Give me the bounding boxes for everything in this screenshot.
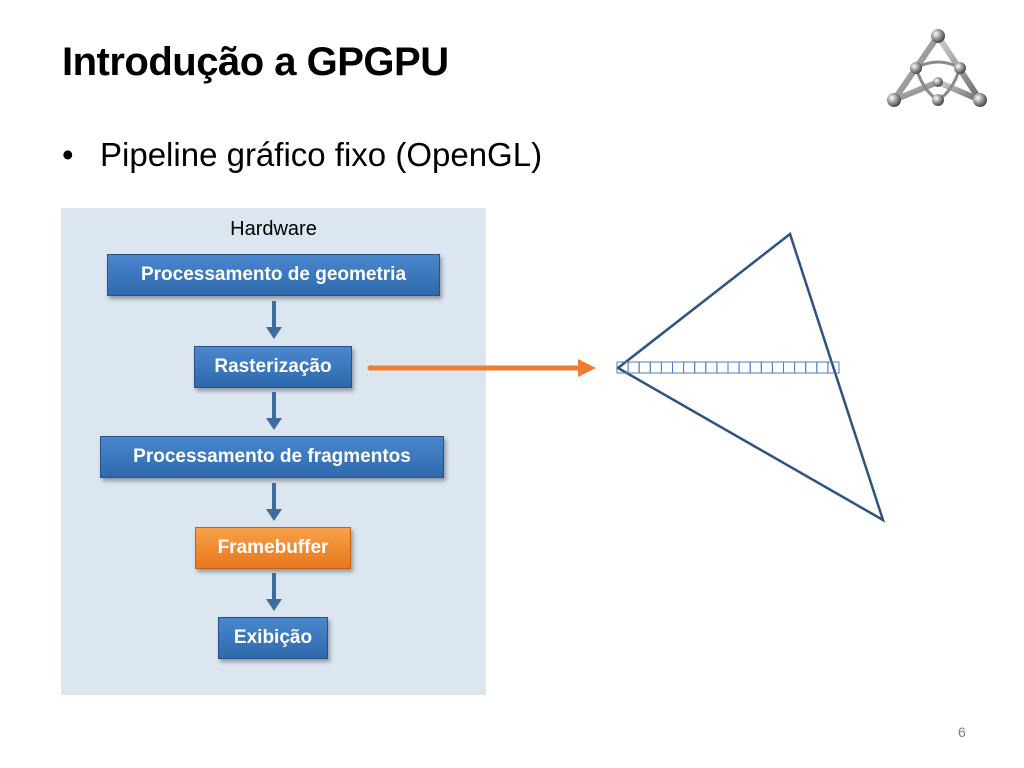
pixel-cell — [727, 361, 740, 374]
pixel-cell — [738, 361, 751, 374]
flow-arrow-down-icon — [266, 392, 282, 430]
stage-framebuffer: Framebuffer — [195, 527, 351, 569]
pixel-cell — [627, 361, 640, 374]
stage-fragment-processing: Processamento de fragmentos — [100, 436, 444, 478]
pixel-cell — [794, 361, 807, 374]
stage-rasterization: Rasterização — [194, 346, 352, 388]
pixel-cell — [694, 361, 707, 374]
pixel-cell — [672, 361, 685, 374]
pixel-cell — [771, 361, 785, 374]
bullet-item: • Pipeline gráfico fixo (OpenGL) — [62, 136, 542, 174]
bullet-marker: • — [62, 136, 74, 173]
stage-geometry-processing: Processamento de geometria — [107, 254, 440, 296]
page-number: 6 — [958, 724, 966, 740]
pixel-cell — [805, 361, 818, 374]
hardware-label: Hardware — [230, 218, 317, 240]
pixel-cell — [705, 361, 718, 374]
pixel-cell — [716, 361, 729, 374]
pixel-cell — [783, 361, 796, 374]
triangle-shape — [615, 231, 886, 523]
pixel-cell — [827, 361, 840, 374]
pixel-cell — [760, 361, 773, 374]
pixel-cell — [638, 361, 651, 374]
slide-title: Introdução a GPGPU — [62, 40, 449, 84]
stage-display: Exibição — [218, 617, 328, 659]
flow-arrow-down-icon — [266, 483, 282, 521]
flow-arrow-down-icon — [266, 573, 282, 611]
flow-arrow-down-icon — [266, 301, 282, 339]
scanline-pixels — [616, 361, 840, 374]
pixel-cell — [683, 361, 696, 374]
tetrahedron-logo-icon — [887, 29, 987, 107]
pixel-cell — [660, 361, 674, 374]
pixel-cell — [649, 361, 662, 374]
pixel-cell — [816, 361, 829, 374]
pixel-cell — [749, 361, 762, 374]
pixel-cell — [616, 361, 629, 374]
bullet-text: Pipeline gráfico fixo (OpenGL) — [100, 136, 543, 173]
raster-arrow-icon — [367, 359, 596, 377]
